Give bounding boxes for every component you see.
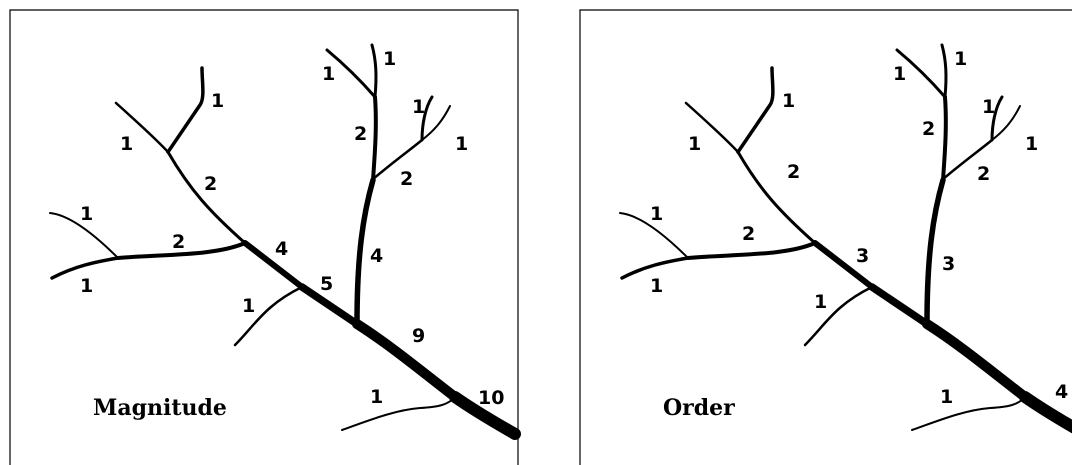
magnitude-label-5: 5	[320, 273, 333, 295]
order-label-1f: 1	[893, 63, 906, 85]
order-panel-title: Order	[663, 395, 735, 421]
order-label-1i: 1	[1025, 133, 1038, 155]
magnitude-label-1b: 1	[80, 275, 93, 297]
magnitude-label-4b: 4	[370, 245, 383, 267]
order-label-1h: 1	[982, 96, 995, 118]
order-panel-frame	[580, 10, 1072, 465]
order-label-2c: 2	[922, 118, 935, 140]
magnitude-label-1h: 1	[412, 96, 425, 118]
magnitude-label-2a: 2	[172, 231, 185, 253]
magnitude-label-1c: 1	[120, 133, 133, 155]
magnitude-label-1g: 1	[383, 48, 396, 70]
magnitude-label-1a: 1	[80, 203, 93, 225]
order-label-2d: 2	[977, 163, 990, 185]
magnitude-label-1e: 1	[242, 295, 255, 317]
magnitude-label-2c: 2	[354, 123, 367, 145]
order-label-3a: 3	[856, 245, 869, 267]
magnitude-label-1f: 1	[322, 63, 335, 85]
order-river-network	[620, 45, 1072, 434]
order-label-2b: 2	[787, 161, 800, 183]
order-label-1a: 1	[650, 203, 663, 225]
order-label-1c: 1	[688, 133, 701, 155]
order-label-1e: 1	[814, 291, 827, 313]
magnitude-label-10: 10	[478, 387, 504, 409]
magnitude-label-1d: 1	[211, 90, 224, 112]
magnitude-label-2b: 2	[204, 173, 217, 195]
magnitude-panel-frame	[10, 10, 518, 465]
order-label-1b: 1	[650, 275, 663, 297]
order-label-2a: 2	[742, 223, 755, 245]
magnitude-label-2d: 2	[400, 168, 413, 190]
magnitude-panel-title: Magnitude	[93, 395, 227, 421]
magnitude-panel: 1 1 2 1 1 2 4 1 5 1 1 2 1 1 2 4 9 1 10 M…	[10, 10, 518, 465]
order-label-4: 4	[1055, 381, 1068, 403]
magnitude-label-4a: 4	[275, 238, 288, 260]
order-label-1g: 1	[954, 48, 967, 70]
magnitude-label-9: 9	[412, 325, 425, 347]
magnitude-label-1i: 1	[455, 133, 468, 155]
magnitude-label-1j: 1	[370, 386, 383, 408]
order-label-3b: 3	[942, 253, 955, 275]
order-label-1j: 1	[940, 386, 953, 408]
order-panel: 1 1 2 1 1 2 3 1 1 1 2 1 1 2 3 1 4 Order	[580, 10, 1072, 465]
order-label-1d: 1	[782, 90, 795, 112]
